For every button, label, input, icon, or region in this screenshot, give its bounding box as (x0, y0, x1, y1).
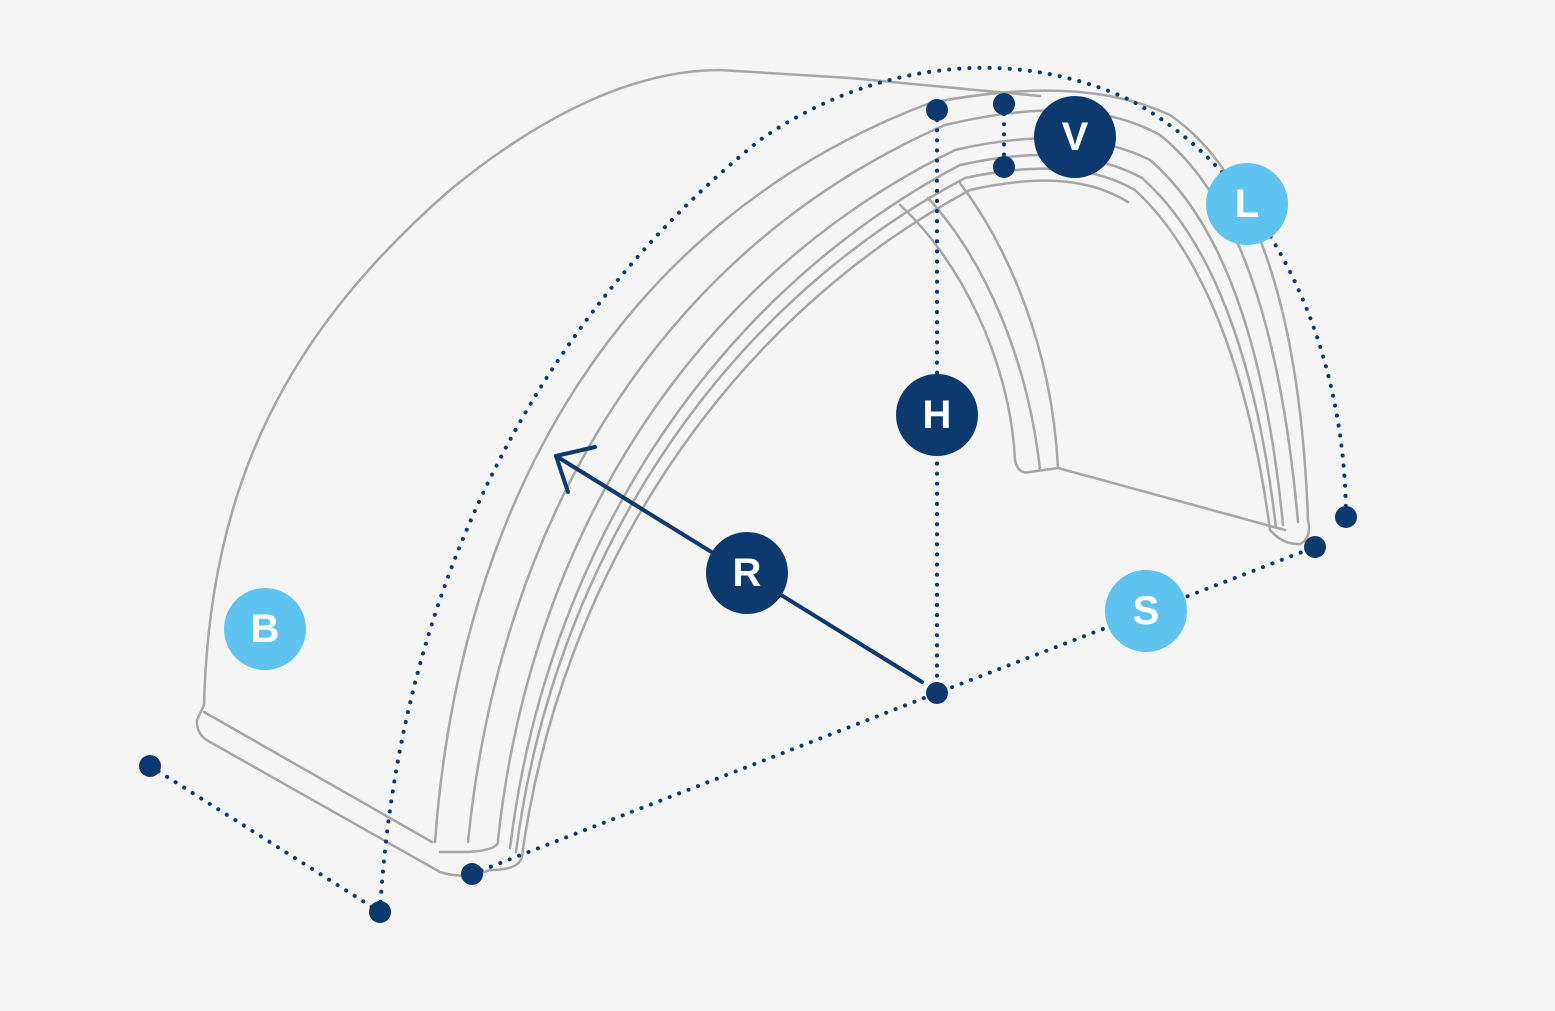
label-v-badge: V (1034, 96, 1116, 178)
label-l-badge: L (1206, 163, 1288, 245)
dimension-endpoints (139, 93, 1357, 923)
label-b-badge: B (224, 588, 306, 670)
label-h-badge: H (896, 374, 978, 456)
label-r-badge: R (706, 532, 788, 614)
dimension-dotted-lines (148, 65, 1348, 914)
label-s-badge: S (1105, 570, 1187, 652)
fender-outline (195, 68, 1311, 877)
